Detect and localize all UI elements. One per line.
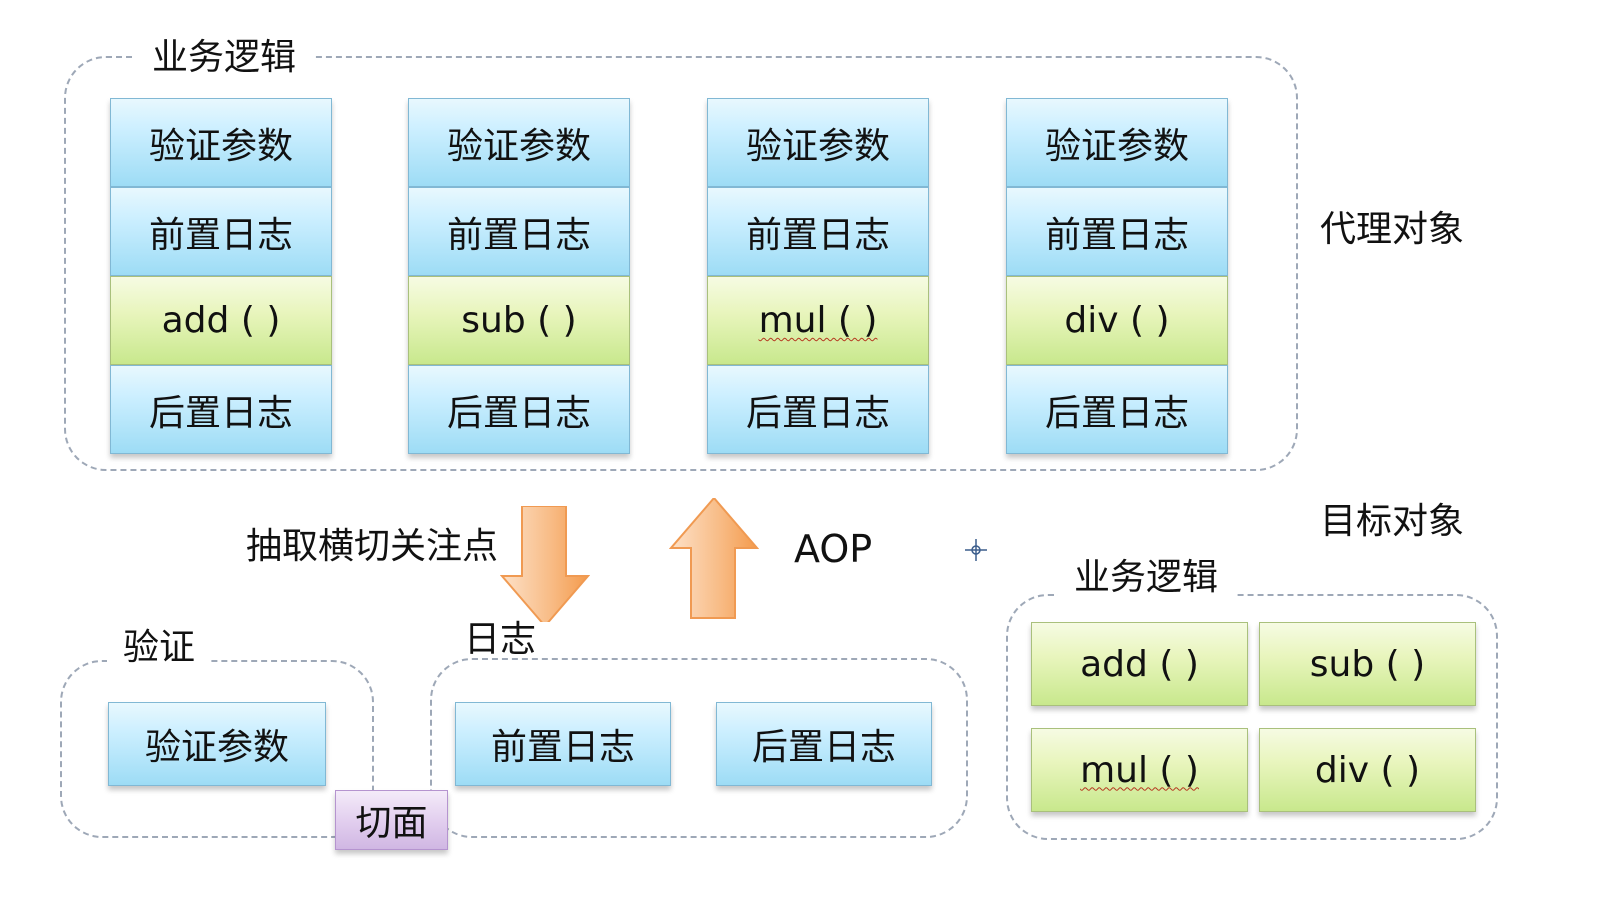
validation-region bbox=[60, 660, 374, 838]
top-business-logic-label: 业务逻辑 bbox=[136, 40, 313, 76]
sub-validation-box: 验证参数 bbox=[408, 98, 630, 187]
add-proxy-stack: 验证参数 前置日志 add ( ) 后置日志 bbox=[110, 98, 332, 454]
target-add-box: add ( ) bbox=[1031, 622, 1248, 706]
validation-region-label: 验证 bbox=[107, 630, 212, 666]
add-operation-box: add ( ) bbox=[110, 276, 332, 365]
log-region bbox=[430, 658, 968, 838]
proxy-business-logic-region bbox=[64, 56, 1298, 471]
aspect-box: 切面 bbox=[335, 790, 448, 850]
sub-pre-log-box: 前置日志 bbox=[408, 187, 630, 276]
add-pre-log-box: 前置日志 bbox=[110, 187, 332, 276]
proxy-object-label: 代理对象 bbox=[1320, 209, 1465, 250]
mul-operation-box: mul ( ) bbox=[707, 276, 929, 365]
bottom-validation-box: 验证参数 bbox=[108, 702, 326, 786]
down-arrow-icon bbox=[500, 506, 590, 628]
target-sub-box: sub ( ) bbox=[1259, 622, 1476, 706]
mul-validation-box: 验证参数 bbox=[707, 98, 929, 187]
mul-proxy-stack: 验证参数 前置日志 mul ( ) 后置日志 bbox=[707, 98, 929, 454]
up-arrow-icon bbox=[669, 498, 759, 619]
div-operation-box: div ( ) bbox=[1006, 276, 1228, 365]
mul-post-log-box: 后置日志 bbox=[707, 365, 929, 454]
target-mul-label: mul ( ) bbox=[1080, 749, 1199, 791]
target-object-label: 目标对象 bbox=[1320, 501, 1465, 542]
crosshair-cursor-icon bbox=[965, 539, 987, 561]
mul-operation-label: mul ( ) bbox=[758, 300, 878, 341]
bottom-pre-log-box: 前置日志 bbox=[455, 702, 671, 786]
target-div-box: div ( ) bbox=[1259, 728, 1476, 812]
sub-proxy-stack: 验证参数 前置日志 sub ( ) 后置日志 bbox=[408, 98, 630, 454]
extract-crosscutting-concerns-label: 抽取横切关注点 bbox=[246, 526, 499, 567]
div-pre-log-box: 前置日志 bbox=[1006, 187, 1228, 276]
target-business-logic-region bbox=[1006, 594, 1498, 840]
div-proxy-stack: 验证参数 前置日志 div ( ) 后置日志 bbox=[1006, 98, 1228, 454]
sub-post-log-box: 后置日志 bbox=[408, 365, 630, 454]
add-validation-box: 验证参数 bbox=[110, 98, 332, 187]
target-business-logic-label: 业务逻辑 bbox=[1058, 560, 1235, 596]
div-validation-box: 验证参数 bbox=[1006, 98, 1228, 187]
aop-label: AOP bbox=[794, 527, 873, 571]
add-post-log-box: 后置日志 bbox=[110, 365, 332, 454]
sub-operation-box: sub ( ) bbox=[408, 276, 630, 365]
log-region-label: 日志 bbox=[448, 622, 553, 658]
mul-pre-log-box: 前置日志 bbox=[707, 187, 929, 276]
div-post-log-box: 后置日志 bbox=[1006, 365, 1228, 454]
bottom-post-log-box: 后置日志 bbox=[716, 702, 932, 786]
target-mul-box: mul ( ) bbox=[1031, 728, 1248, 812]
